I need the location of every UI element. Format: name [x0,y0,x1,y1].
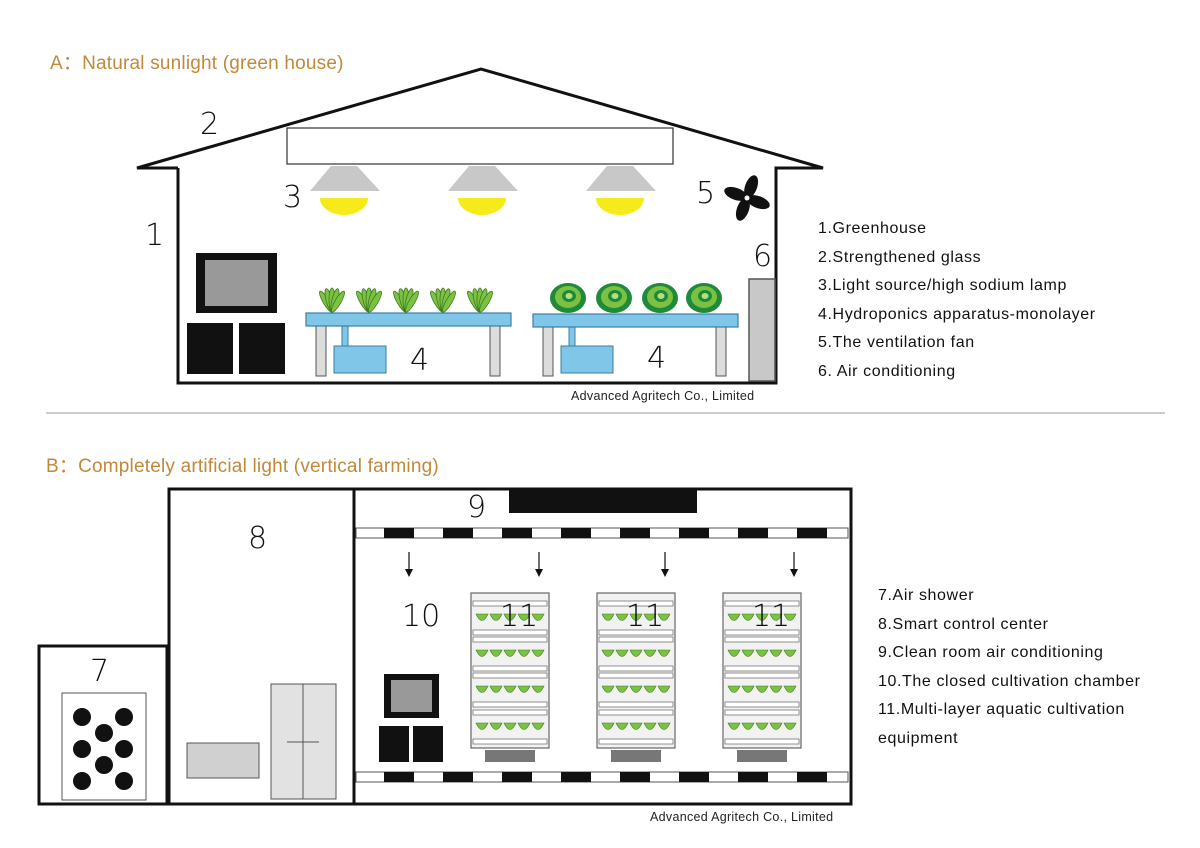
label-hydroponics-2: 4 [647,341,667,376]
label-control-center: 8 [248,521,268,556]
label-air-shower: 7 [90,654,110,689]
legend-item: 11.Multi-layer aquatic cultivation [878,701,1125,718]
cultivation-rack [722,592,802,762]
label-ventilation-fan: 5 [696,176,716,211]
air-shower-room [37,644,169,806]
cultivation-rack [596,592,676,762]
label-greenhouse: 1 [145,218,165,253]
fan-icon [724,175,770,221]
credit-a: Advanced Agritech Co., Limited [571,389,755,403]
cabbage-plant [596,283,632,313]
lamp-rail [286,127,674,165]
sodium-lamp [586,166,656,215]
hydroponic-bench-1 [305,287,512,377]
cabbage-plant [642,283,678,313]
legend-a: 1.Greenhouse 2.Strengthened glass 3.Ligh… [818,215,1096,386]
legend-item: 8.Smart control center [878,615,1049,633]
cultivation-rack [470,592,550,762]
chamber-terminal [379,674,443,762]
down-arrow-icon [535,552,543,577]
lettuce-plant [319,287,345,313]
label-strengthened-glass: 2 [200,107,220,142]
legend-item: 1.Greenhouse [818,220,927,237]
nozzle-icon [73,772,91,790]
credit-b: Advanced Agritech Co., Limited [650,810,834,824]
storage-cabinet [270,683,337,800]
legend-item: 9.Clean room air conditioning [878,644,1104,661]
legend-item: 10.The closed cultivation chamber [878,672,1141,690]
air-conditioner [748,278,776,382]
lettuce-plant [356,287,382,313]
legend-item: 7.Air shower [878,587,975,604]
label-light-source: 3 [283,180,303,215]
control-terminal [187,253,285,374]
section-a-heading: A：Natural sunlight (green house) [50,53,344,74]
legend-item: 5.The ventilation fan [818,334,975,351]
nozzle-icon [95,756,113,774]
airflow-arrows [405,552,798,577]
down-arrow-icon [661,552,669,577]
legend-item: equipment [878,729,959,747]
legend-b: 7.Air shower 8.Smart control center 9.Cl… [878,582,1141,753]
legend-item: 6. Air conditioning [818,362,956,380]
lettuce-plant [393,287,419,313]
legend-item: 3.Light source/high sodium lamp [818,277,1067,294]
sodium-lamp [310,166,380,215]
label-air-conditioning: 6 [753,239,773,274]
cabbage-row [550,283,722,313]
nozzle-icon [115,708,133,726]
nozzle-icon [115,740,133,758]
air-shower-nozzles [73,708,133,790]
nozzle-icon [115,772,133,790]
label-cultivation-equipment-1: 11 [500,599,539,634]
section-b-heading: B：Completely artificial light (vertical … [46,456,439,477]
air-duct-bottom [355,771,849,783]
lettuce-plant [430,287,456,313]
lettuce-plant [467,287,493,313]
plant-row [319,287,493,313]
greenhouse-outline [136,67,824,385]
nozzle-icon [73,708,91,726]
down-arrow-icon [405,552,413,577]
hydroponic-bench-2 [532,283,739,377]
air-duct-top [355,527,849,539]
sodium-lamp [448,166,518,215]
nozzle-icon [95,724,113,742]
label-hydroponics-1: 4 [410,343,430,378]
greenhouse [136,67,824,385]
legend-item: 2.Strengthened glass [818,248,982,266]
label-clean-room-ac: 9 [467,490,487,525]
nozzle-icon [73,740,91,758]
cabbage-plant [686,283,722,313]
legend-item: 4.Hydroponics apparatus-monolayer [818,305,1096,323]
label-cultivation-equipment-2: 11 [626,599,665,634]
clean-room-ac-unit [509,489,697,513]
cabbage-plant [550,283,586,313]
down-arrow-icon [790,552,798,577]
label-cultivation-chamber: 10 [402,599,441,634]
label-cultivation-equipment-3: 11 [752,599,791,634]
control-desk [186,742,260,779]
